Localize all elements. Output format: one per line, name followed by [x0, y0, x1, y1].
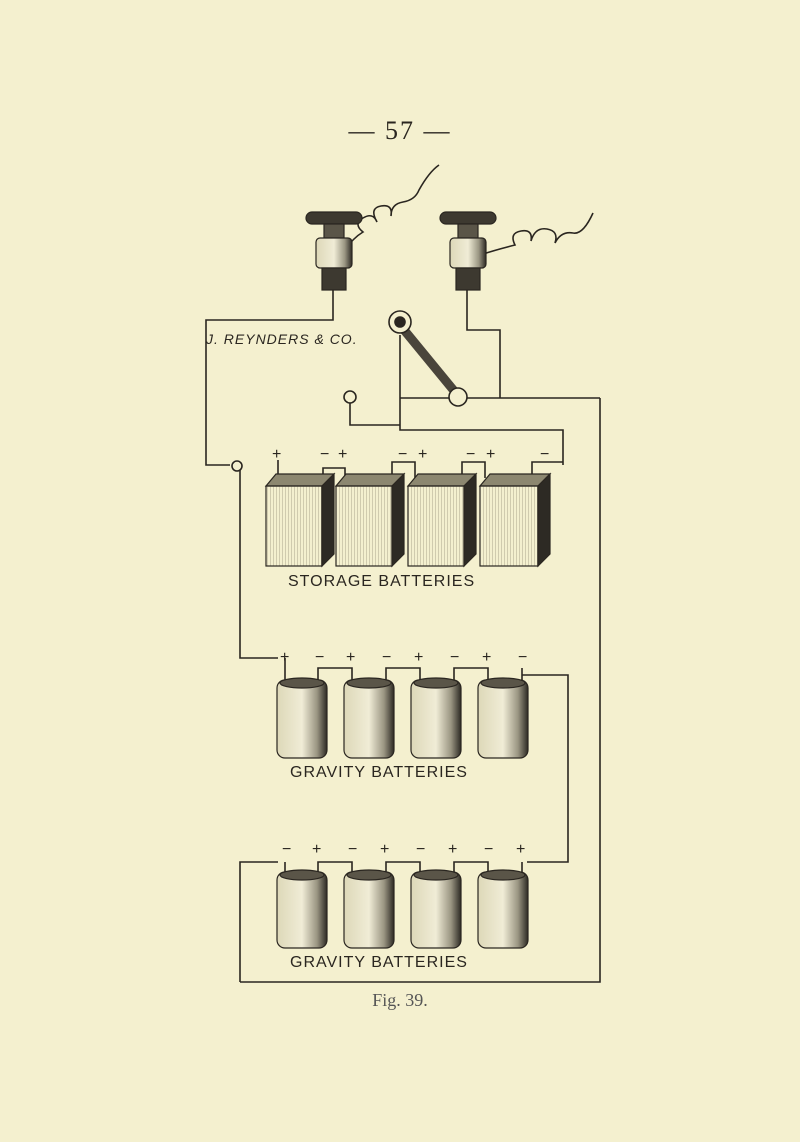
gravity-jar-1-4: [477, 677, 529, 759]
polarity-sign: −: [382, 649, 392, 666]
polarity-sign: −: [518, 649, 528, 666]
polarity-sign: −: [450, 649, 460, 666]
gravity-jar-2-1: [276, 869, 328, 949]
gravity-batteries-label-1: GRAVITY BATTERIES: [290, 764, 468, 781]
polarity-sign: +: [346, 649, 356, 666]
polarity-sign: +: [338, 446, 348, 463]
gravity-jar-2-2: [343, 869, 395, 949]
gravity-jar-1-3: [410, 677, 462, 759]
gravity-jar-1-2: [343, 677, 395, 759]
polarity-sign: +: [380, 841, 390, 858]
polarity-sign: −: [315, 649, 325, 666]
polarity-sign: +: [272, 446, 282, 463]
polarity-sign: +: [486, 446, 496, 463]
storage-batteries-label: STORAGE BATTERIES: [288, 573, 476, 590]
gravity-batteries-label-2: GRAVITY BATTERIES: [290, 954, 468, 971]
polarity-sign: −: [466, 446, 476, 463]
polarity-sign: +: [516, 841, 526, 858]
gravity-jar-1-1: [276, 677, 328, 759]
polarity-sign: −: [416, 841, 426, 858]
polarity-sign: +: [280, 649, 290, 666]
figure-caption: Fig. 39.: [372, 990, 428, 1010]
polarity-sign: +: [414, 649, 424, 666]
polarity-sign: +: [312, 841, 322, 858]
polarity-sign: −: [484, 841, 494, 858]
polarity-sign: −: [540, 446, 550, 463]
storage-cell-2: [334, 472, 406, 568]
page-number: — 57 —: [348, 116, 452, 145]
polarity-sign: +: [418, 446, 428, 463]
maker-label: J. REYNDERS & CO.: [206, 331, 358, 347]
storage-cell-4: [478, 472, 552, 568]
storage-cell-1: [264, 472, 336, 568]
polarity-sign: −: [320, 446, 330, 463]
polarity-sign: −: [282, 841, 292, 858]
polarity-sign: −: [348, 841, 358, 858]
storage-cell-3: [406, 472, 478, 568]
polarity-sign: +: [448, 841, 458, 858]
gravity-jar-2-4: [477, 869, 529, 949]
polarity-sign: −: [398, 446, 408, 463]
gravity-jar-2-3: [410, 869, 462, 949]
polarity-sign: +: [482, 649, 492, 666]
